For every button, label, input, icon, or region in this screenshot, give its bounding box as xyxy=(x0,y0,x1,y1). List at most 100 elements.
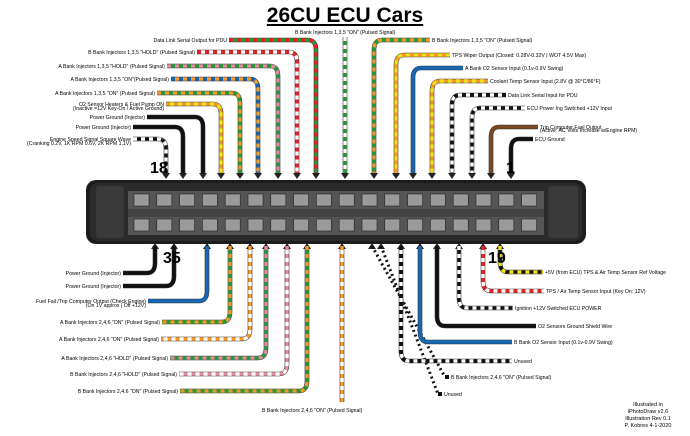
label-t12: TPS Wiper Output (Closed: 0.28V-0.32V | … xyxy=(452,53,586,59)
wire-stripe xyxy=(171,77,260,176)
label-b10: B Bank Injectors 2,4,6 "ON" (Pulsed Sign… xyxy=(451,375,552,381)
wire xyxy=(147,115,205,176)
wire-arrow xyxy=(217,173,225,179)
label-b5: A Bank Injectors 2,4,6 "ON" (Pulsed Sign… xyxy=(59,337,159,343)
pin-cavity xyxy=(247,218,264,232)
wire xyxy=(418,246,512,344)
wire-stripe xyxy=(394,53,450,176)
label-b2: Power Ground (Injector) xyxy=(66,284,122,290)
label-b12: Unused xyxy=(514,359,532,365)
wire-arrow xyxy=(312,173,320,179)
pin-cavity xyxy=(475,218,492,232)
pin-cavity xyxy=(361,193,378,207)
pin-cavity xyxy=(247,193,264,207)
label-b13: B Bank O2 Sensor Input (0.1v-0.9V Swing) xyxy=(514,340,613,346)
wire xyxy=(481,246,544,293)
pin-cavity xyxy=(316,193,332,207)
label-t3: B Bank Injectors 1,3,5 "HOLD" (Pulsed Si… xyxy=(88,50,195,56)
wire-arrow xyxy=(448,173,456,179)
wire-outline xyxy=(371,37,430,176)
illustration-credits: Illustrated in iPhotoDraw v2.6 Illustrat… xyxy=(612,402,684,430)
pin-cavity xyxy=(475,193,492,207)
pin-cavity xyxy=(133,218,150,232)
pin-cavity xyxy=(407,218,423,232)
label-t16: ECU Power Ing Switched +12V Input xyxy=(527,106,612,112)
label-b14: O2 Sensors Ground Shield Wire xyxy=(538,324,612,330)
wire xyxy=(148,246,209,303)
pin-cavity xyxy=(179,193,195,207)
wire-arrow xyxy=(341,173,349,179)
wire-stripe xyxy=(197,50,299,176)
pin-cavity xyxy=(521,218,537,232)
wire-outline xyxy=(123,246,158,276)
wire-stripe xyxy=(166,102,223,176)
wire-stripe xyxy=(180,246,309,393)
wire-arrow xyxy=(274,173,282,179)
wire-arrow xyxy=(392,173,400,179)
credit-line: Illustrated in xyxy=(633,402,663,408)
page-title: 26CU ECU Cars xyxy=(266,4,424,27)
wire-stripe xyxy=(179,246,289,376)
wire-outline xyxy=(497,246,543,275)
label-t13: A Bank O2 Sensor Input (0.1v-0.9V Swing) xyxy=(465,66,564,72)
wire-stripe xyxy=(133,137,168,176)
wire xyxy=(161,246,252,341)
label-t10: Engine Speed Signal Square Wave xyxy=(50,137,131,143)
label-t7: O2 Sensor Heaters & Fuel Pump ON xyxy=(79,102,164,108)
label-t2: B Bank Injectors 1,3,5 "ON" (Pulsed Sign… xyxy=(295,30,396,36)
label-b11: Unused xyxy=(444,392,462,398)
label-b1: Power Ground (Injector) xyxy=(66,271,122,277)
pin-cavity xyxy=(452,218,469,232)
pin-cavity xyxy=(293,193,309,207)
pin-cavity xyxy=(384,193,401,207)
wire-arrow xyxy=(428,173,436,179)
connector-center-ridge xyxy=(128,209,544,217)
connector-pins xyxy=(133,193,537,232)
pin-cavity xyxy=(361,218,378,232)
label-t6: A Bank Injectors 1,3,5 "ON" (Pulsed Sign… xyxy=(55,91,155,97)
wire-stripe xyxy=(229,38,318,176)
credit-line: iPhotoDraw v2.6 xyxy=(627,409,669,415)
wire-arrow xyxy=(199,173,207,179)
label-b8: B Bank Injectors 2,4,6 "ON" (Pulsed Sign… xyxy=(78,389,179,395)
wire-stripe xyxy=(498,246,543,274)
pin-cavity xyxy=(224,218,241,232)
wire xyxy=(179,246,289,376)
wire-stripe xyxy=(457,246,513,310)
wire-outline xyxy=(410,65,463,176)
pin-cavity xyxy=(133,193,150,207)
wire-stripe xyxy=(470,106,525,176)
pin-number-19: 19 xyxy=(488,250,506,267)
wire-arrow xyxy=(179,173,187,179)
wire-arrow xyxy=(293,173,301,179)
wire xyxy=(162,246,232,324)
wire-stripe xyxy=(167,64,280,176)
label-t11: B Bank Injectors 1,3,5 "ON" (Pulsed Sign… xyxy=(432,38,533,44)
label-t7b: (Inactive =12V Key-On / Active Ground) xyxy=(73,106,164,112)
wire-stripe xyxy=(450,93,506,176)
label-t8: Power Ground (Injector) xyxy=(90,115,146,121)
wire-stripe xyxy=(430,79,488,176)
wire xyxy=(157,91,242,176)
wire-end-cap xyxy=(445,375,449,379)
label-b3: Fuel Fail /Trip Computer Output (Check E… xyxy=(36,299,146,305)
label-t14: Coolant Temp Sensor Input (2.8V @ 30°C/8… xyxy=(490,79,601,85)
label-t17: Trip Computer Fuel Output xyxy=(540,125,602,131)
wire-arrow xyxy=(236,173,244,179)
wire xyxy=(435,246,536,328)
wire-unused xyxy=(379,245,440,395)
wire xyxy=(123,246,176,288)
wire xyxy=(197,50,299,176)
label-t1: Data Link Serial Output for PDU xyxy=(153,38,227,44)
label-t15: Data Link Serial Input for PDU xyxy=(508,93,578,99)
pin-cavity xyxy=(407,193,423,207)
wire xyxy=(123,246,157,275)
label-t17b: (Active: AC Volts Increase w/Engine RPM) xyxy=(540,128,637,134)
wire-stripe xyxy=(399,246,512,363)
wire xyxy=(133,125,185,176)
wire-outline xyxy=(469,105,525,176)
wire xyxy=(470,106,525,176)
pin-cavity xyxy=(498,218,515,232)
pin-cavity xyxy=(452,193,469,207)
